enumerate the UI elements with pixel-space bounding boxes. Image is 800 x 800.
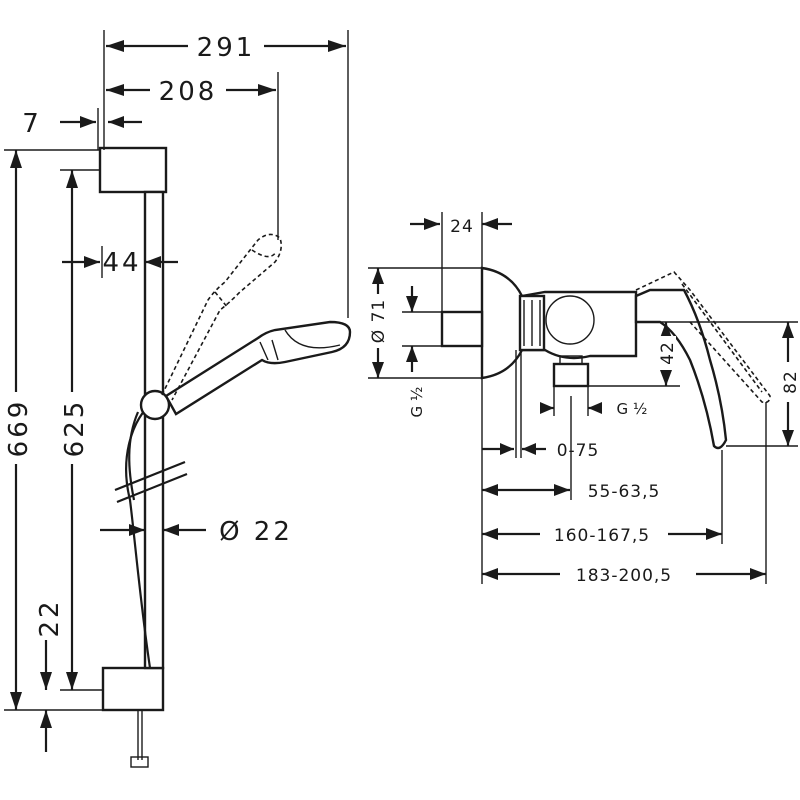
dim-lever-length: 160-167,5: [554, 526, 650, 546]
dim-overall-depth: 183-200,5: [576, 566, 672, 586]
bottom-bracket: [101, 666, 165, 712]
dim-handshower-reach: 208: [159, 77, 218, 107]
dim-outlet-drop: 42: [658, 341, 678, 365]
dim-overall-width: 291: [197, 33, 256, 63]
dim-adjust-range: 0-75: [557, 441, 600, 461]
dim-total-height: 669: [4, 399, 34, 458]
mixer-lever-alt-position: [635, 271, 771, 404]
dim-inlet-thread: G ½: [408, 387, 426, 418]
dim-rail-offset: 44: [102, 248, 141, 278]
dim-flange-diameter: Ø 71: [369, 299, 389, 343]
mixer-lever: [634, 288, 728, 450]
dim-bottom-offset: 22: [35, 598, 65, 637]
dim-wall-gap: 7: [22, 109, 42, 139]
handshower: [164, 320, 352, 416]
top-bracket: [98, 146, 168, 194]
dim-outlet-thread: G ½: [617, 400, 648, 418]
dim-outlet-distance: 55-63,5: [588, 482, 661, 502]
dim-lever-height: 82: [781, 370, 800, 394]
hose-break-line: [114, 460, 186, 492]
inlet-nipple: [440, 310, 484, 348]
shower-rail-drawing: 291 208 7 669 625: [2, 30, 352, 768]
shower-hose: [125, 399, 156, 669]
rail-bar: [143, 190, 165, 670]
handshower-alt-position: [161, 233, 282, 401]
outlet-connector: [552, 362, 590, 388]
slider-knob: [139, 389, 171, 421]
dim-bracket-spacing: 625: [60, 399, 90, 458]
dim-rail-diameter: Ø 22: [219, 517, 293, 547]
dim-flange-depth: 24: [450, 217, 474, 237]
mixer-drawing: 24 Ø 71 G ½ 42 82: [368, 212, 800, 586]
